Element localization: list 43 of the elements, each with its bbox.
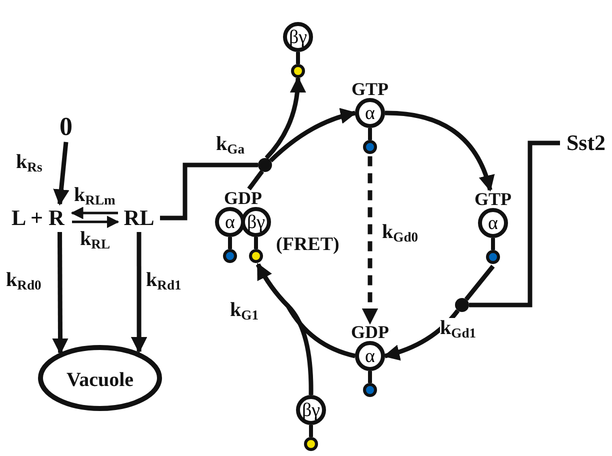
connector-line xyxy=(160,162,258,220)
connector-line xyxy=(464,264,495,301)
node-note: (FRET) xyxy=(276,234,340,256)
arrow xyxy=(383,309,460,360)
nucleotide-label: GDP xyxy=(350,323,390,341)
rate-constant-label: k$_{Rd0}$ xyxy=(6,270,42,292)
connector-line xyxy=(247,170,264,190)
species-label: L + R xyxy=(4,204,72,232)
subunit-circle: βγ xyxy=(283,22,313,52)
rate-constant-label: k$_{RL}$ xyxy=(80,229,110,251)
species-label: RL xyxy=(118,204,160,232)
nucleotide-label: GTP xyxy=(350,80,390,98)
junction-dot xyxy=(258,158,272,172)
subunit-circle: α xyxy=(478,208,508,238)
subunit-circle: α xyxy=(215,207,245,237)
rate-constant-label: k$_{RLm}$ xyxy=(74,185,116,207)
subunit-circle: α xyxy=(355,341,385,371)
arrow xyxy=(269,108,357,162)
arrow xyxy=(362,156,378,325)
nucleotide-label: GTP xyxy=(473,190,512,208)
arrow xyxy=(52,232,68,355)
rate-constant-label: k$_{Ga}$ xyxy=(216,134,244,156)
subunit-circle: βγ xyxy=(241,207,271,237)
subunit-circle: α xyxy=(355,98,385,128)
arrow xyxy=(384,110,494,192)
rate-constant-label: k$_{Rd1}$ xyxy=(146,270,182,292)
arrow xyxy=(264,76,306,160)
compartment-label: Vacuole xyxy=(65,369,135,391)
arrow xyxy=(130,232,148,354)
rate-constant-label: k$_{Rs}$ xyxy=(16,152,42,174)
rate-constant-label: k$_{Gd0}$ xyxy=(382,222,418,244)
arrow xyxy=(256,263,314,395)
arrow xyxy=(70,206,118,220)
rate-constant-label: k$_{G1}$ xyxy=(230,300,258,322)
subunit-circle: βγ xyxy=(296,395,326,425)
junction-dot xyxy=(455,298,469,312)
species-label: Sst2 xyxy=(560,130,612,156)
species-label: 0 xyxy=(55,112,77,142)
arrow xyxy=(53,142,70,206)
nucleotide-label: GDP xyxy=(223,189,263,207)
rate-constant-label: k$_{Gd1}$ xyxy=(440,318,476,340)
connector-line xyxy=(469,140,560,308)
arrow xyxy=(72,216,120,228)
